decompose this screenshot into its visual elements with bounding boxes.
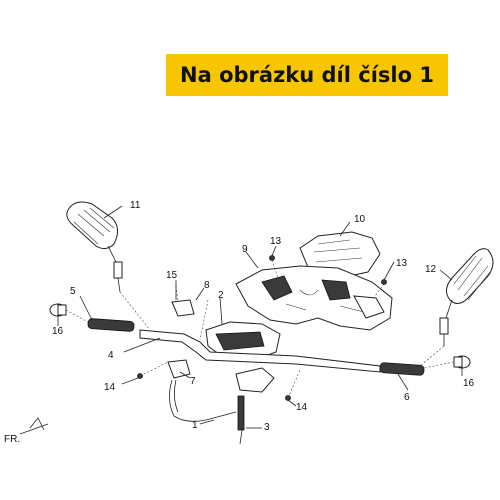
label-2: 2 [218, 290, 224, 301]
label-15: 15 [166, 270, 178, 281]
left-switch [167, 359, 191, 379]
label-16-left: 16 [52, 326, 64, 337]
left-mirror [66, 201, 123, 293]
label-9: 9 [242, 244, 248, 255]
label-6: 6 [404, 392, 410, 403]
label-10: 10 [354, 214, 366, 225]
bar-end-weight-right [453, 355, 471, 369]
right-mirror [439, 248, 494, 346]
label-3: 3 [264, 422, 270, 433]
handlebar [139, 329, 381, 373]
label-13-left: 13 [270, 236, 282, 247]
direction-label: FR. [4, 434, 20, 445]
bar-end-weight-left [49, 303, 67, 317]
label-14-left: 14 [104, 382, 116, 393]
label-7: 7 [190, 376, 196, 387]
left-grip [87, 318, 135, 332]
front-direction-indicator: FR. [4, 417, 49, 445]
leader-lines [57, 205, 463, 429]
label-4: 4 [108, 350, 114, 361]
holder-bracket [171, 286, 195, 317]
meter-panel [205, 321, 281, 361]
label-16-right: 16 [463, 378, 475, 389]
label-11: 11 [130, 200, 141, 211]
right-grip [379, 362, 425, 376]
label-8: 8 [204, 280, 210, 291]
label-13-right: 13 [396, 258, 408, 269]
label-14-right: 14 [296, 402, 308, 413]
label-12: 12 [425, 264, 437, 275]
label-1: 1 [192, 420, 198, 431]
lower-handlebar-cover [235, 265, 393, 331]
banner-text: Na obrázku díl číslo 1 [180, 63, 434, 87]
part-number-banner: Na obrázku díl číslo 1 [166, 54, 448, 96]
label-5: 5 [70, 286, 76, 297]
throttle-assembly [169, 367, 275, 445]
assembly-guides [65, 259, 455, 399]
